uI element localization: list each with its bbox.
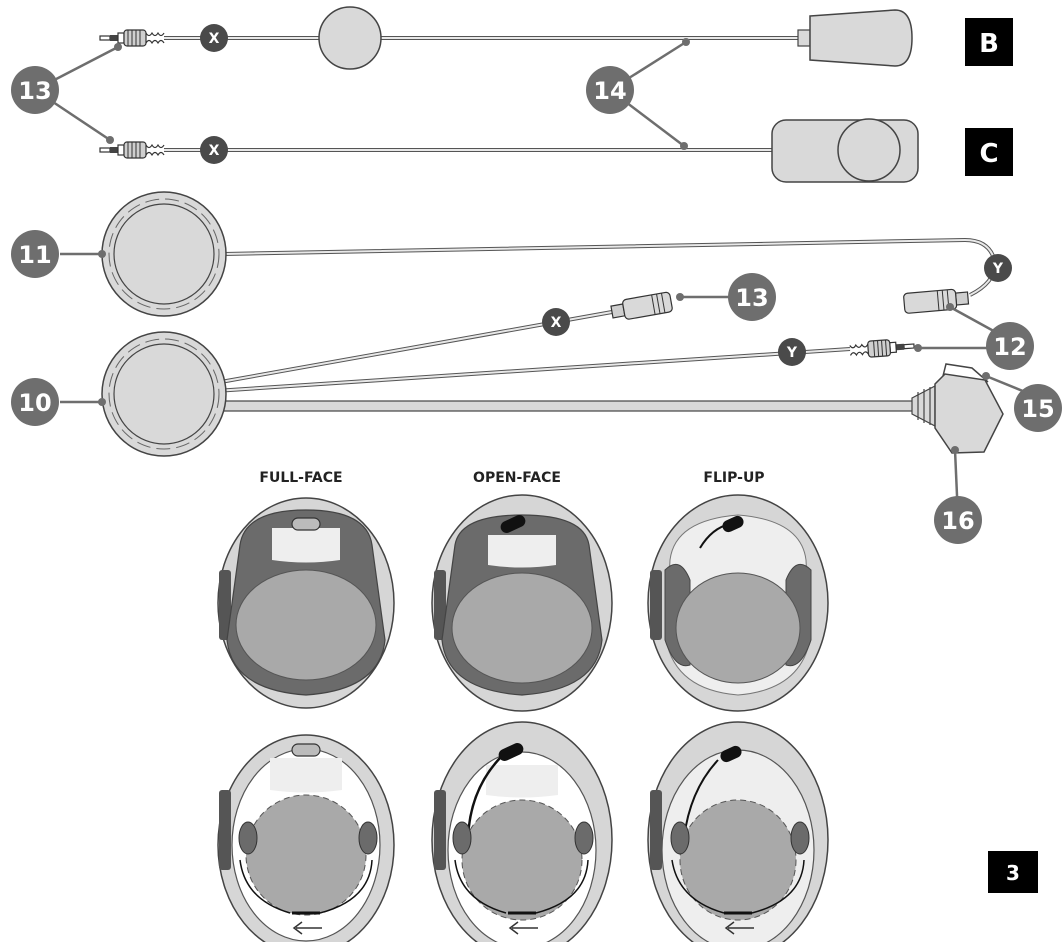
female-connector-13 <box>610 291 673 320</box>
callout-14: 14 <box>586 66 634 114</box>
helmet-full-face-bottom <box>217 734 395 942</box>
junction-y-mid: Y <box>778 338 806 366</box>
boom-mic-foam <box>809 9 913 67</box>
leader-dots <box>98 38 990 454</box>
helmet-full-face-top <box>217 497 395 709</box>
callout-11: 11 <box>11 230 59 278</box>
helmet-flip-up-top <box>647 494 829 712</box>
svg-text:Y: Y <box>992 261 1004 277</box>
callout-10: 10 <box>11 378 59 426</box>
svg-text:B: B <box>979 29 999 59</box>
svg-text:11: 11 <box>18 241 51 269</box>
svg-text:13: 13 <box>18 77 51 105</box>
callout-16: 16 <box>934 496 982 544</box>
jack-plug-y <box>848 337 916 360</box>
callout-13-top: 13 <box>11 66 59 114</box>
callout-13-bottom: 13 <box>728 273 776 321</box>
speaker-cable-11 <box>223 237 998 297</box>
svg-text:12: 12 <box>993 333 1026 361</box>
svg-text:16: 16 <box>941 507 974 535</box>
variant-label-c: C <box>965 128 1013 176</box>
female-connector-12 <box>903 288 970 314</box>
svg-text:13: 13 <box>735 284 768 312</box>
speaker-disc-b <box>318 6 382 70</box>
helmet-label-open-face: OPEN-FACE <box>473 470 561 486</box>
svg-text:X: X <box>551 315 562 331</box>
svg-text:3: 3 <box>1006 861 1020 885</box>
helmet-label-full-face: FULL-FACE <box>259 470 342 486</box>
speaker-10 <box>101 331 227 457</box>
callout-12: 12 <box>986 322 1034 370</box>
control-unit-connector-16 <box>911 363 1004 454</box>
junction-x-bottom: X <box>542 308 570 336</box>
speaker-11 <box>101 191 227 317</box>
svg-text:Y: Y <box>786 345 798 361</box>
junction-x-mid: X <box>200 136 228 164</box>
page-number: 3 <box>988 851 1038 893</box>
variant-b-boom-mic <box>99 6 913 70</box>
variant-c-wired-mic <box>99 118 919 183</box>
helmet-open-face-bottom <box>431 721 613 942</box>
svg-text:14: 14 <box>593 77 626 105</box>
wired-mic-disc <box>837 118 901 182</box>
svg-text:X: X <box>209 31 220 47</box>
svg-text:X: X <box>209 143 220 159</box>
svg-text:C: C <box>979 139 998 169</box>
junction-x-top: X <box>200 24 228 52</box>
helmet-label-flip-up: FLIP-UP <box>703 470 764 486</box>
main-cable-16 <box>214 400 916 412</box>
svg-text:15: 15 <box>1021 395 1054 423</box>
junction-y-right: Y <box>984 254 1012 282</box>
helmet-open-face-top <box>431 494 613 712</box>
helmet-flip-up-bottom <box>647 721 829 942</box>
jack-plug-c <box>99 141 165 159</box>
cable-y <box>214 347 851 393</box>
callout-15: 15 <box>1014 384 1062 432</box>
svg-text:10: 10 <box>18 389 51 417</box>
variant-label-b: B <box>965 18 1013 66</box>
jack-plug-b <box>99 29 165 47</box>
